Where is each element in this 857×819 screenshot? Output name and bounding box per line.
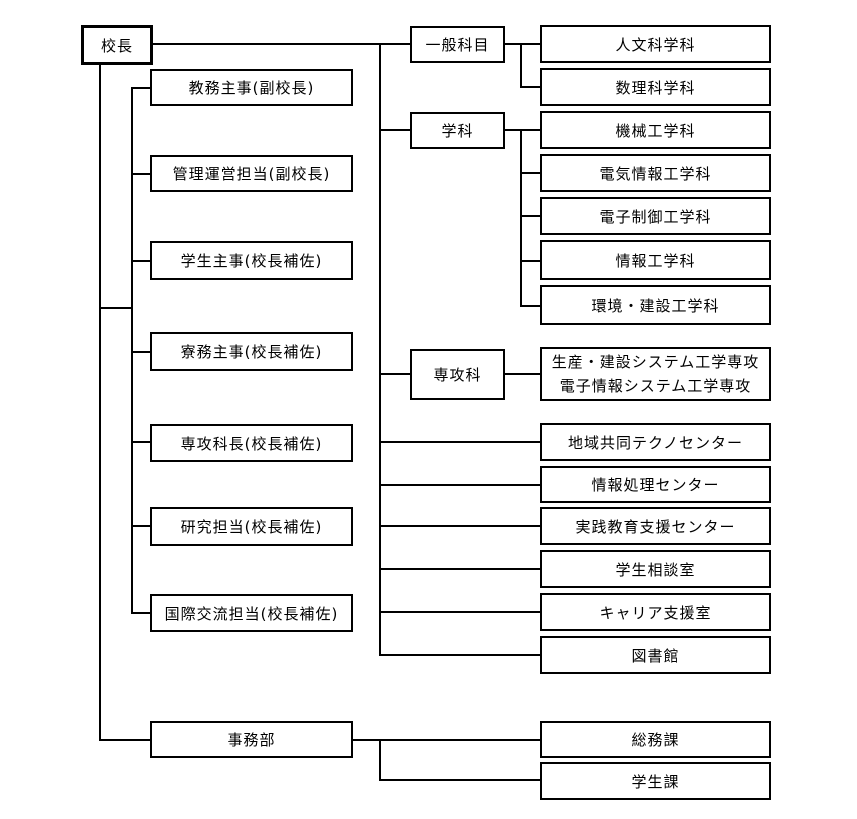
connector-departments-branch <box>520 260 540 262</box>
connector-departments-branch <box>520 172 540 174</box>
connector-deputy-branch <box>131 525 150 527</box>
connector-spine-to-center <box>379 441 540 443</box>
admin-office-box: 事務部 <box>150 721 353 758</box>
principal-box: 校長 <box>81 25 153 65</box>
center-box: 情報処理センター <box>540 466 771 503</box>
department-box: 環境・建設工学科 <box>540 285 771 325</box>
center-box: 実践教育支援センター <box>540 507 771 545</box>
deputy-label: 研究担当(校長補佐) <box>180 518 323 536</box>
connector-admin-spine <box>379 739 381 781</box>
connector-advanced-out <box>504 373 540 375</box>
connector-spine-to-advanced <box>379 373 410 375</box>
department-box: 電子制御工学科 <box>540 197 771 235</box>
department-label: 機械工学科 <box>615 121 696 140</box>
admin-section-label: 学生課 <box>631 772 680 791</box>
deputy-label: 専攻科長(校長補佐) <box>180 434 323 453</box>
connector-spine-to-center <box>379 611 540 613</box>
center-box: 地域共同テクノセンター <box>540 423 771 461</box>
connector-deputy-branch <box>131 351 150 353</box>
department-box: 機械工学科 <box>540 111 771 149</box>
connector-left-to-deputies <box>99 307 131 309</box>
connector-general-spine <box>520 43 522 88</box>
deputy-box: 寮務主事(校長補佐) <box>150 332 353 371</box>
center-box: キャリア支援室 <box>540 593 771 631</box>
center-label: 図書館 <box>631 646 680 665</box>
deputy-box: 研究担当(校長補佐) <box>150 507 353 546</box>
deputy-box: 専攻科長(校長補佐) <box>150 424 353 462</box>
department-label: 情報工学科 <box>615 251 696 270</box>
department-label: 電子制御工学科 <box>599 207 712 226</box>
general-subject-dept-label: 人文科学科 <box>615 35 696 54</box>
center-label: 学生相談室 <box>615 560 696 579</box>
connector-left-spine <box>99 64 101 741</box>
connector-general-out <box>504 43 540 45</box>
deputy-label: 寮務主事(校長補佐) <box>180 343 323 361</box>
connector-admin-branch <box>379 779 540 781</box>
general-subject-dept-label: 数理科学科 <box>615 78 696 97</box>
center-label: キャリア支援室 <box>599 603 712 622</box>
connector-spine-to-departments <box>379 129 410 131</box>
advanced-course-box: 専攻科 <box>410 349 505 400</box>
general-subject-dept-box: 数理科学科 <box>540 68 771 106</box>
advanced-major-label: 生産・建設システム工学専攻 <box>551 353 760 371</box>
deputy-box: 管理運営担当(副校長) <box>150 155 353 192</box>
center-label: 実践教育支援センター <box>575 517 736 536</box>
deputy-label: 国際交流担当(校長補佐) <box>164 604 339 623</box>
deputy-box: 国際交流担当(校長補佐) <box>150 594 353 632</box>
connector-deputy-branch <box>131 612 150 614</box>
admin-office-label: 事務部 <box>227 731 276 749</box>
connector-deputy-branch <box>131 87 150 89</box>
connector-admin-out <box>352 739 540 741</box>
deputy-box: 教務主事(副校長) <box>150 69 353 106</box>
admin-section-box: 学生課 <box>540 762 771 800</box>
general-subject-dept-box: 人文科学科 <box>540 25 771 63</box>
deputy-label: 学生主事(校長補佐) <box>180 252 323 270</box>
advanced-course-majors-box: 生産・建設システム工学専攻 電子情報システム工学専攻 <box>540 347 771 401</box>
center-label: 地域共同テクノセンター <box>567 433 744 452</box>
admin-section-box: 総務課 <box>540 721 771 758</box>
center-box: 学生相談室 <box>540 550 771 588</box>
departments-label: 学科 <box>441 122 474 140</box>
deputy-label: 教務主事(副校長) <box>188 79 315 97</box>
department-box: 情報工学科 <box>540 240 771 280</box>
general-subjects-label: 一般科目 <box>425 36 490 54</box>
connector-deputy-spine <box>131 87 133 614</box>
deputy-box: 学生主事(校長補佐) <box>150 241 353 280</box>
connector-academic-spine <box>379 43 381 656</box>
department-label: 環境・建設工学科 <box>591 296 720 315</box>
connector-left-to-admin <box>99 739 150 741</box>
principal-label: 校長 <box>100 36 133 55</box>
connector-departments-spine <box>520 129 522 307</box>
connector-departments-branch <box>520 215 540 217</box>
advanced-major-label: 電子情報システム工学専攻 <box>559 377 752 395</box>
connector-departments-out <box>504 129 540 131</box>
connector-spine-to-center <box>379 654 540 656</box>
connector-deputy-branch <box>131 441 150 443</box>
department-box: 電気情報工学科 <box>540 154 771 192</box>
connector-principal-to-spine <box>152 43 410 45</box>
connector-spine-to-center <box>379 484 540 486</box>
connector-spine-to-center <box>379 525 540 527</box>
deputy-label: 管理運営担当(副校長) <box>172 165 331 183</box>
connector-deputy-branch <box>131 173 150 175</box>
center-label: 情報処理センター <box>591 476 720 494</box>
department-label: 電気情報工学科 <box>599 164 712 183</box>
admin-section-label: 総務課 <box>631 731 680 749</box>
connector-spine-to-center <box>379 568 540 570</box>
connector-general-branch <box>520 86 540 88</box>
general-subjects-box: 一般科目 <box>410 26 505 63</box>
center-box: 図書館 <box>540 636 771 674</box>
departments-box: 学科 <box>410 112 505 149</box>
connector-deputy-branch <box>131 260 150 262</box>
advanced-course-label: 専攻科 <box>433 366 482 384</box>
connector-departments-branch <box>520 305 540 307</box>
